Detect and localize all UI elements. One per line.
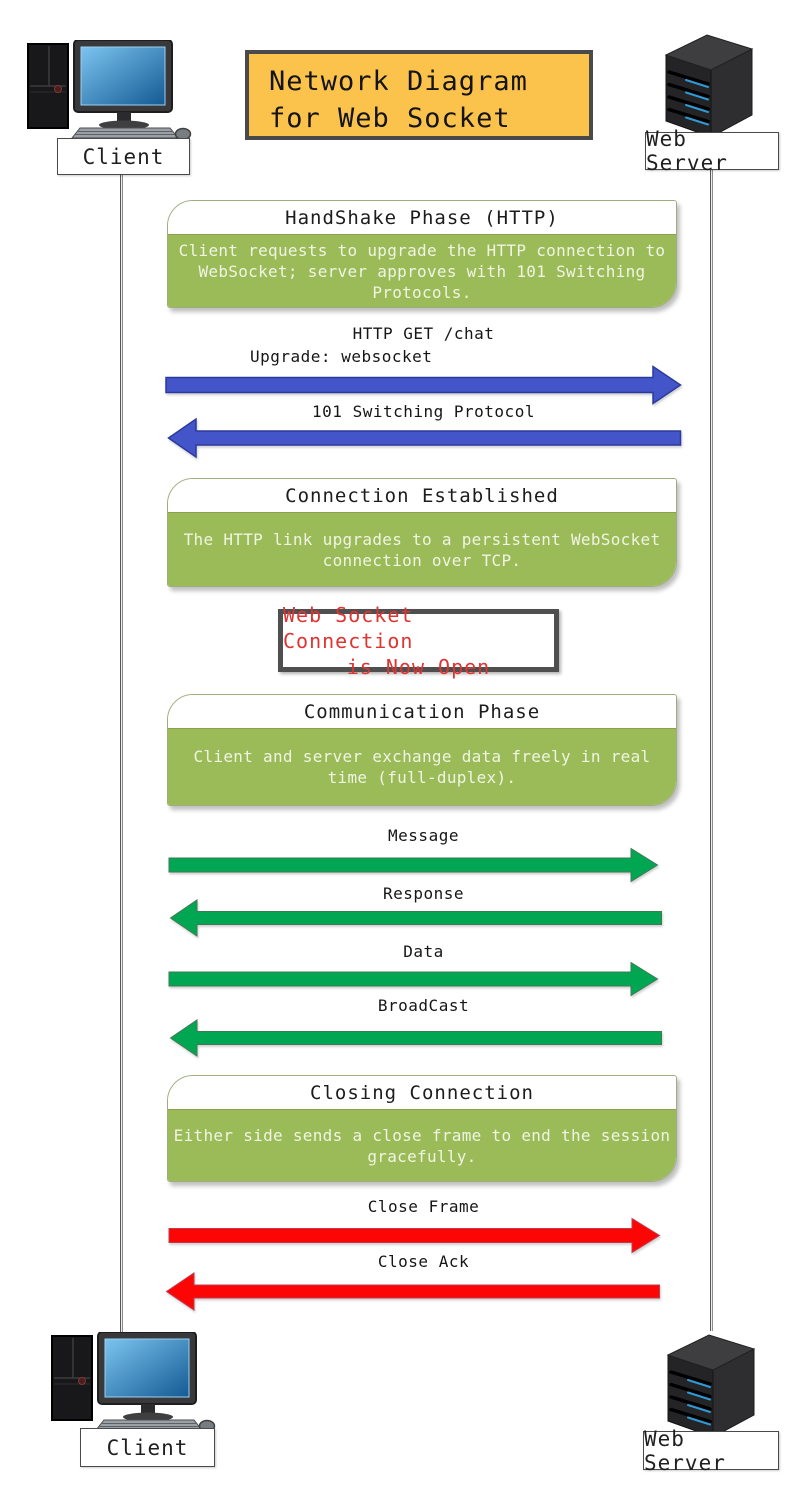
- server-label-text: Web Server: [644, 1426, 726, 1475]
- client-label-bottom: Client: [80, 1428, 215, 1467]
- phase-description: The HTTP link upgrades to a persistent W…: [183, 529, 661, 570]
- message-label: Message: [388, 826, 459, 845]
- status-line-2: is Now Open: [346, 654, 491, 679]
- arrow-right-http-get: [165, 365, 682, 405]
- phase-box-closing: Closing Connection Either side sends a c…: [167, 1075, 677, 1182]
- arrow-left-close-ack: [165, 1272, 660, 1311]
- message-label: Close Ack: [377, 1252, 470, 1271]
- server-lifeline: [710, 167, 713, 1331]
- message-label: Close Frame: [367, 1197, 480, 1216]
- diagram-title: Network Diagram for Web Socket: [269, 66, 528, 134]
- server-label-bottom: Web Server: [643, 1427, 779, 1475]
- message-label: 101 Switching Protocol: [312, 402, 535, 421]
- connection-open-status-box: Web Socket Connection is Now Open: [278, 603, 559, 679]
- phase-description: Client and server exchange data freely i…: [193, 747, 651, 787]
- phase-title: Closing Connection: [168, 1076, 676, 1109]
- phase-title: HandShake Phase (HTTP): [168, 201, 676, 234]
- web-server-icon: [653, 26, 763, 138]
- arrow-left-broadcast: [169, 1019, 662, 1057]
- arrow-left-101-switching: [167, 417, 682, 459]
- client-computer-icon: [46, 1332, 216, 1434]
- message-label: BroadCast: [377, 996, 470, 1015]
- phase-description: Client requests to upgrade the HTTP conn…: [178, 240, 666, 302]
- message-label: Data: [403, 942, 444, 961]
- client-computer-icon: [22, 40, 192, 142]
- message-label: HTTP GET /chat: [352, 324, 495, 343]
- arrow-right-data: [168, 961, 659, 997]
- status-line-1: Web Socket Connection: [283, 602, 414, 653]
- web-server-icon: [655, 1326, 765, 1438]
- diagram-title-box: Network Diagram for Web Socket: [245, 50, 593, 140]
- message-label: Response: [382, 884, 465, 903]
- client-label-top: Client: [57, 138, 190, 175]
- client-lifeline: [120, 172, 123, 1337]
- phase-box-communication: Communication Phase Client and server ex…: [167, 694, 677, 806]
- server-label-top: Web Server: [645, 127, 779, 175]
- phase-title: Communication Phase: [168, 695, 676, 728]
- client-label-text: Client: [82, 144, 165, 169]
- phase-description: Either side sends a close frame to end t…: [173, 1125, 671, 1166]
- arrow-right-close-frame: [168, 1217, 661, 1254]
- phase-box-connection-established: Connection Established The HTTP link upg…: [167, 478, 677, 587]
- arrow-left-response: [169, 899, 662, 937]
- arrow-right-message: [168, 847, 659, 883]
- message-label: Upgrade: websocket: [250, 347, 433, 366]
- client-label-text: Client: [106, 1435, 189, 1460]
- phase-box-handshake: HandShake Phase (HTTP) Client requests t…: [167, 200, 677, 308]
- phase-title: Connection Established: [168, 479, 676, 512]
- server-label-text: Web Server: [646, 127, 728, 175]
